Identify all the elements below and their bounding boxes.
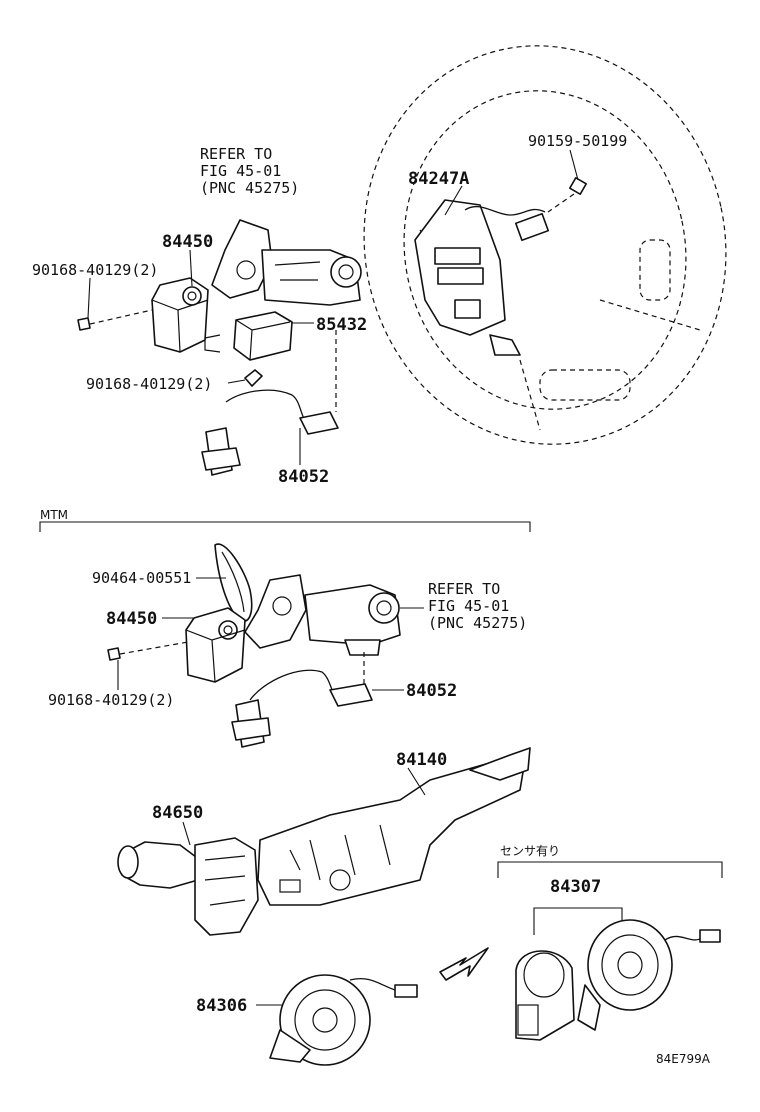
steering-wheel-outline — [363, 45, 727, 445]
mtm-bracket — [39, 521, 531, 532]
label-90168-top-b: 90168-40129(2) — [86, 375, 212, 393]
label-84306: 84306 — [196, 996, 247, 1016]
leader-lines — [87, 149, 579, 1006]
label-refer-mid-3: (PNC 45275) — [428, 614, 527, 632]
sensor-bracket — [497, 861, 723, 935]
harness-84052-top — [201, 330, 339, 476]
screw-90168-top-b-icon — [227, 369, 263, 387]
label-sensor: センサ有り — [500, 844, 560, 858]
label-mtm: MTM — [40, 508, 68, 522]
harness-84052-mid — [231, 652, 373, 748]
amplifier-85432 — [204, 311, 293, 361]
ignition-lock-assembly-top — [211, 219, 362, 306]
label-refer-mid-2: FIG 45-01 — [428, 597, 509, 615]
arrow-icon — [439, 947, 489, 981]
label-84052-mid: 84052 — [406, 681, 457, 701]
label-84140: 84140 — [396, 750, 447, 770]
switch-84450-mid — [185, 607, 246, 683]
switch-84450-top — [151, 277, 209, 353]
label-refer-top-3: (PNC 45275) — [200, 179, 299, 197]
label-84450-top: 84450 — [162, 232, 213, 252]
steering-sensor-84307 — [515, 950, 575, 1041]
label-90464-00551: 90464-00551 — [92, 569, 191, 587]
screw-90168-top-a-icon — [77, 309, 153, 331]
bolt-90159-icon — [547, 177, 587, 213]
label-84052-top: 84052 — [278, 467, 329, 487]
label-90159-50199: 90159-50199 — [528, 132, 627, 150]
label-fig-code: 84E799A — [656, 1052, 711, 1066]
combination-switch-84140 — [257, 747, 531, 906]
ignition-lock-assembly-mid — [244, 574, 401, 656]
label-84450-mid: 84450 — [106, 609, 157, 629]
label-84247A: 84247A — [408, 169, 469, 189]
spiral-cable-84307 — [577, 919, 721, 1031]
label-84650: 84650 — [152, 803, 203, 823]
airbag-module-84247A — [414, 199, 550, 356]
label-84307: 84307 — [550, 877, 601, 897]
label-refer-top-2: FIG 45-01 — [200, 162, 281, 180]
ring-90464 — [214, 543, 253, 622]
wiper-switch-84650 — [117, 837, 259, 936]
label-refer-mid-1: REFER TO — [428, 580, 500, 598]
screw-90168-mid-icon — [107, 641, 189, 661]
label-90168-top-a: 90168-40129(2) — [32, 261, 158, 279]
label-90168-mid: 90168-40129(2) — [48, 691, 174, 709]
spiral-cable-84306 — [269, 974, 418, 1066]
label-85432: 85432 — [316, 315, 367, 335]
label-refer-top-1: REFER TO — [200, 145, 272, 163]
